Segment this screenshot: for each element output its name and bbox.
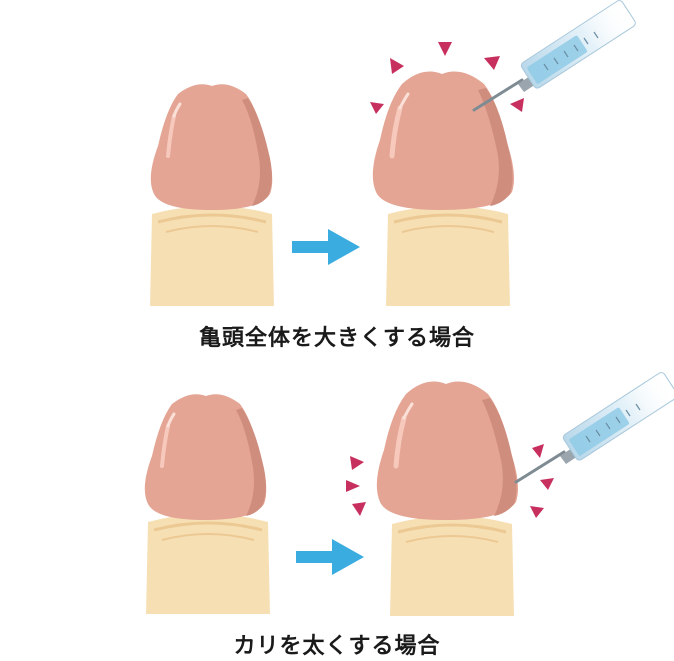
bottom-arrow-right-icon: [296, 539, 364, 575]
bottom-before-illustration: [142, 392, 272, 616]
top-after-illustration: [373, 72, 514, 308]
bottom-after-illustration: [377, 382, 518, 618]
bottom-emphasis-marks: [346, 444, 554, 518]
bottom-syringe-icon: [514, 369, 674, 484]
top-before-illustration: [148, 82, 276, 308]
top-syringe-icon: [472, 0, 639, 112]
top-emphasis-marks: [370, 42, 524, 114]
caption-thicken-corona: カリを太くする場合: [233, 634, 441, 659]
top-arrow-right-icon: [292, 229, 360, 265]
caption-enlarge-whole-glans: 亀頭全体を大きくする場合: [198, 326, 475, 351]
